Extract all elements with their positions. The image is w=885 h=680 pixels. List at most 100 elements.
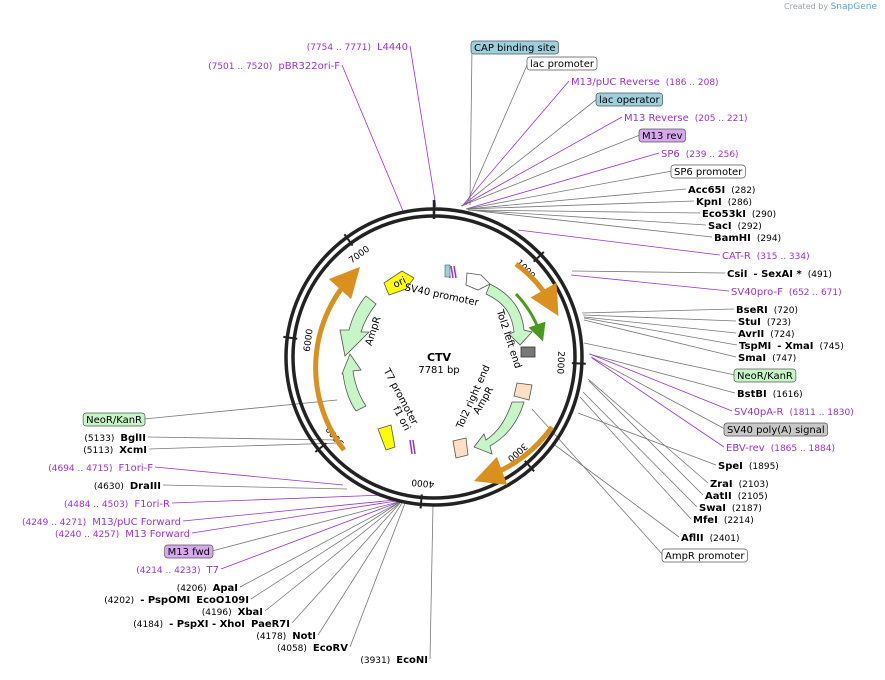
feature-label-name: SV40pA-R xyxy=(734,407,783,418)
ruler-tick xyxy=(524,460,535,473)
feature-label-range: (745) xyxy=(820,342,844,352)
feature-label: CAT-R(315 .. 334) xyxy=(722,251,810,262)
feature-label-range: (2105) xyxy=(738,492,768,502)
leader-line xyxy=(465,62,529,206)
feature-label-name: F1ori-F xyxy=(119,463,154,474)
leader-line xyxy=(143,399,338,420)
feature-label-range: (724) xyxy=(770,330,794,340)
feature-label: BamHI(294) xyxy=(714,233,781,244)
feature-label: CAP binding site xyxy=(470,40,559,55)
feature-label: F1ori-R(4484 .. 4503) xyxy=(64,499,170,510)
leader-lines xyxy=(143,45,738,660)
leader-line xyxy=(517,229,721,256)
feature-label-box xyxy=(661,548,748,563)
f1-ori-feature xyxy=(377,424,396,451)
plasmid-size: 7781 bp xyxy=(418,365,459,376)
ampr-left-label: AmpR xyxy=(364,315,384,347)
leader-line xyxy=(581,308,735,314)
feature-label-range: (4202) xyxy=(104,596,134,606)
feature-label: M13 Forward(4240 .. 4257) xyxy=(55,529,190,540)
feature-label: SwaI(2187) xyxy=(699,503,762,514)
leader-line xyxy=(349,502,406,648)
feature-label: TspMI- XmaI(745) xyxy=(739,341,844,352)
feature-label: SmaI(747) xyxy=(738,353,796,364)
feature-label-name: NotI xyxy=(292,631,316,642)
feature-label-range: (2103) xyxy=(739,480,769,490)
feature-label-name: SpeI xyxy=(718,461,743,472)
feature-label-name: EcoO109I xyxy=(196,595,249,606)
feature-label-name: BstBI xyxy=(737,389,767,400)
feature-label: EBV-rev (1865 .. 1884) xyxy=(726,443,835,454)
feature-label: SacI(292) xyxy=(708,221,762,232)
feature-label: StuI(723) xyxy=(738,317,791,328)
feature-label-name: pBR322ori-F xyxy=(278,61,340,72)
feature-label-extra: - SexAI * xyxy=(753,269,802,280)
feature-label: BglII(5133) xyxy=(84,433,146,444)
feature-label-range: (205 .. 221) xyxy=(695,114,748,124)
feature-label-box xyxy=(670,164,746,179)
feature-label-name: BamHI xyxy=(714,233,751,244)
leader-line xyxy=(409,45,437,208)
feature-label-box xyxy=(470,40,559,55)
feature-label-name: M13 Forward xyxy=(125,529,190,540)
feature-label: L4440(7754 .. 7771) xyxy=(307,42,408,53)
feature-label-name: SP6 promoter xyxy=(674,167,743,178)
leader-line xyxy=(466,188,687,210)
feature-label-range: (5113) xyxy=(83,446,113,456)
feature-label-range: (4484 .. 4503) xyxy=(64,500,128,510)
feature-label-range: (2187) xyxy=(732,504,762,514)
feature-label: NeoR/KanR xyxy=(82,412,146,427)
leader-line xyxy=(582,391,698,508)
feature-label-name: T7 xyxy=(206,565,219,576)
tol2-right-end-feature xyxy=(513,382,533,401)
feature-label-name: XbaI xyxy=(238,607,263,618)
feature-label-name: SV40 poly(A) signal xyxy=(727,425,825,436)
ampr-lower-feature xyxy=(341,353,367,412)
feature-label-range: (747) xyxy=(772,354,796,364)
tol2-marker xyxy=(520,346,536,358)
leader-line xyxy=(587,378,709,484)
leader-line xyxy=(460,134,641,207)
leader-line xyxy=(582,314,737,322)
feature-label-range: (1616) xyxy=(773,390,803,400)
leader-line xyxy=(571,270,726,274)
feature-label-range: (4196) xyxy=(202,608,232,618)
leader-line xyxy=(211,501,399,552)
feature-label-name: DraIII xyxy=(130,481,161,492)
lac-operator-box xyxy=(444,264,451,278)
feature-label-name: BseRI xyxy=(736,305,768,316)
feature-label-name: EBV-rev xyxy=(726,443,765,454)
feature-label: SV40pro-F(652 .. 671) xyxy=(731,287,842,298)
leader-line xyxy=(588,353,736,394)
ruler-tick xyxy=(571,362,586,365)
ruler-tick-label: 2000 xyxy=(554,351,565,375)
credit-created-by: Created by xyxy=(784,2,829,11)
feature-label-name: ZraI xyxy=(710,479,733,490)
feature-label-range: (1895) xyxy=(749,462,779,472)
leader-line xyxy=(429,504,434,660)
feature-label-name: AatII xyxy=(705,491,732,502)
feature-label-range: (491) xyxy=(808,270,832,280)
ampr-left-feature xyxy=(339,295,377,357)
feature-label-name: M13 rev xyxy=(642,131,683,142)
feature-label: KpnI(286) xyxy=(696,197,752,208)
feature-label-range: (2401) xyxy=(710,534,740,544)
ruler-tick xyxy=(283,335,298,340)
feature-label-box xyxy=(733,368,797,383)
leader-line xyxy=(579,396,692,520)
feature-label-range: (652 .. 671) xyxy=(789,288,842,298)
feature-label: T7(4214 .. 4233) xyxy=(136,565,219,576)
leader-line xyxy=(191,500,397,534)
feature-label-name: M13 fwd xyxy=(168,547,210,558)
feature-label: SP6 promoter xyxy=(670,164,746,179)
leader-line xyxy=(341,64,404,212)
feature-label-extra: - PspOMI xyxy=(140,595,190,606)
feature-label: F1ori-F(4694 .. 4715) xyxy=(48,463,153,474)
leader-line xyxy=(239,501,401,588)
feature-label-range: (720) xyxy=(774,306,798,316)
feature-label-range: (2214) xyxy=(724,516,754,526)
feature-label: SV40pA-R(1811 .. 1830) xyxy=(734,407,854,418)
sites-cluster-bottom xyxy=(409,439,416,455)
feature-label-range: (1865 .. 1884) xyxy=(771,444,835,454)
feature-label: AmpR promoter xyxy=(661,548,748,563)
